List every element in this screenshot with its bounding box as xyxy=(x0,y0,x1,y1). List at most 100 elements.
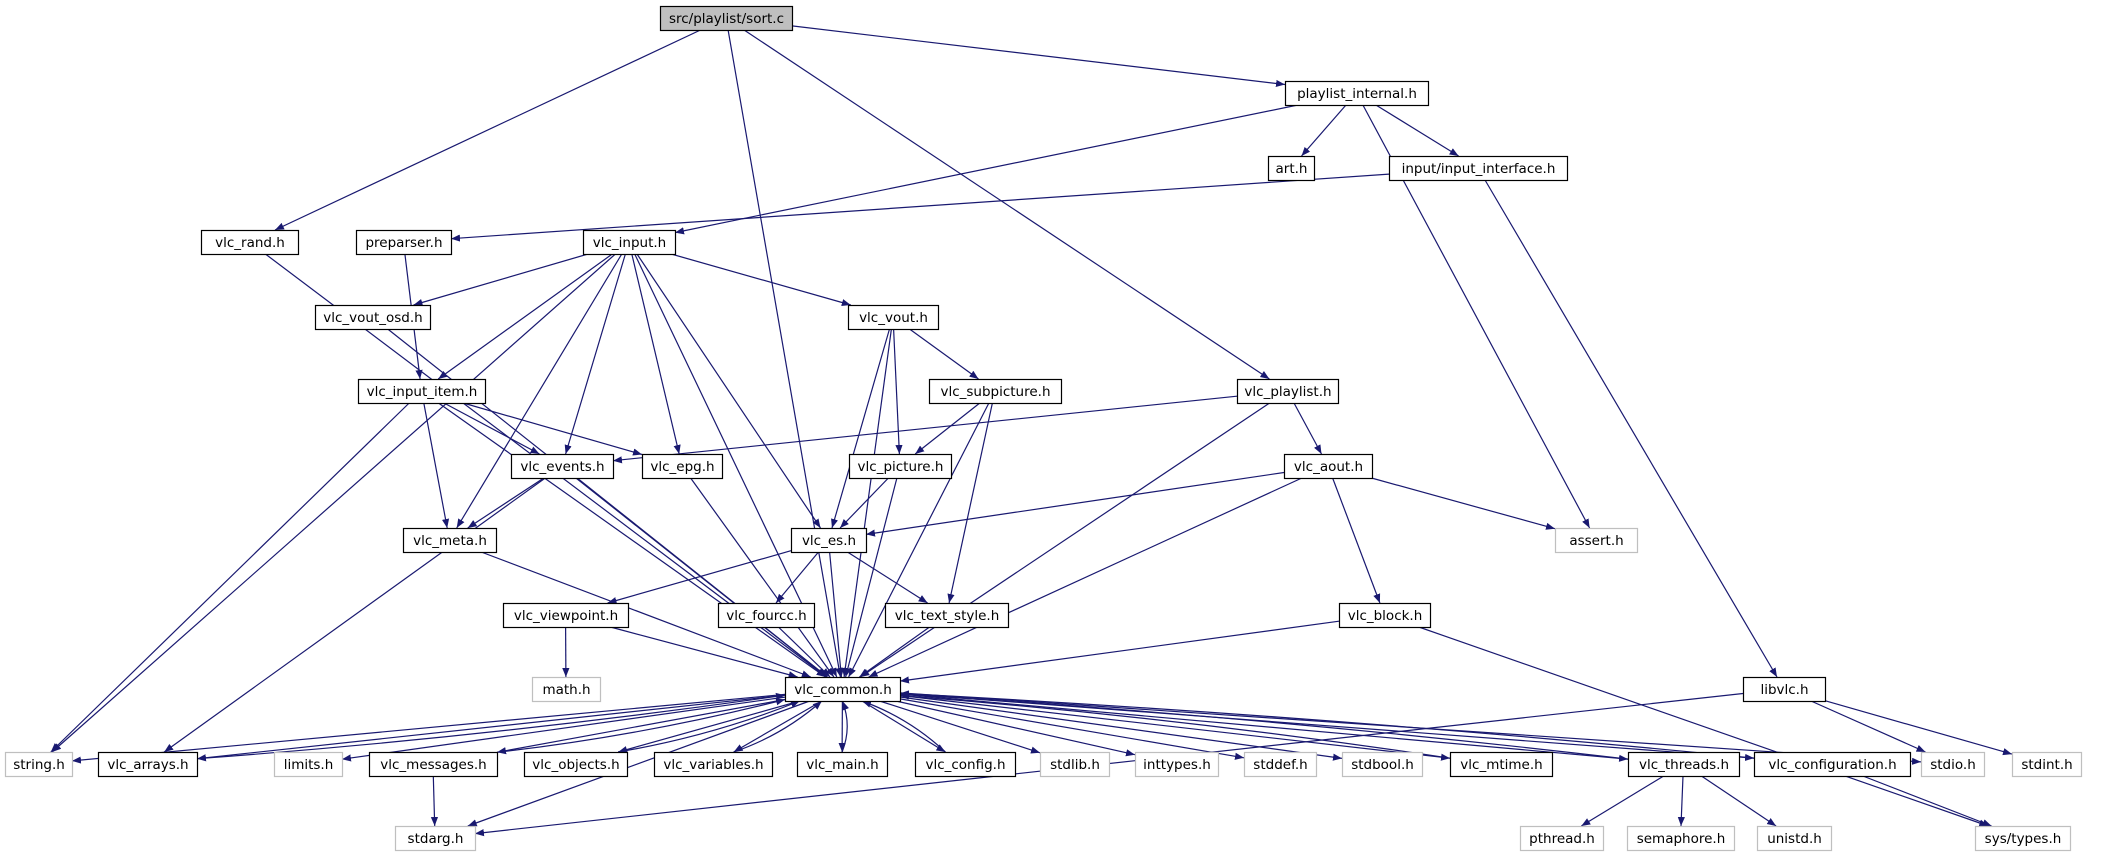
node-vlc-picture[interactable]: vlc_picture.h xyxy=(848,453,953,480)
node-box xyxy=(510,453,615,480)
edge-vlc_threads-to-unistd xyxy=(1701,775,1777,827)
node-vlc-meta[interactable]: vlc_meta.h xyxy=(402,527,498,554)
edge-vlc_common-to-stddef xyxy=(899,698,1245,760)
node-vlc-common[interactable]: vlc_common.h xyxy=(784,676,902,703)
node-box xyxy=(1449,751,1554,778)
node-box xyxy=(1627,751,1741,778)
edge-vlc_configuration-to-sys_types xyxy=(1862,775,1992,827)
edge-libvlc-to-stdint xyxy=(1824,700,2013,756)
node-vlc-config[interactable]: vlc_config.h xyxy=(914,751,1017,778)
node-label: vlc_arrays.h xyxy=(107,757,188,773)
node-assert: assert.h xyxy=(1554,527,1639,554)
edge-input_interface-to-libvlc xyxy=(1484,179,1778,678)
node-playlist-internal[interactable]: playlist_internal.h xyxy=(1284,80,1430,107)
node-box xyxy=(273,751,344,778)
node-box xyxy=(1283,453,1374,480)
node-math: math.h xyxy=(531,676,602,703)
edge-playlist_internal-to-art xyxy=(1301,104,1347,157)
edge-vlc_aout-to-vlc_block xyxy=(1332,477,1381,604)
node-label: assert.h xyxy=(1569,533,1623,549)
node-label: vlc_vout.h xyxy=(859,310,928,326)
node-label: vlc_viewpoint.h xyxy=(514,608,618,624)
node-vlc-epg[interactable]: vlc_epg.h xyxy=(641,453,724,480)
node-label: vlc_variables.h xyxy=(663,757,763,773)
node-box xyxy=(1974,825,2072,852)
node-label: vlc_messages.h xyxy=(380,757,486,773)
node-box xyxy=(653,751,774,778)
node-box xyxy=(582,229,677,256)
edge-vlc_vout-to-vlc_common xyxy=(841,328,892,678)
edge-sort_c-to-vlc_playlist xyxy=(743,29,1270,380)
node-vlc-configuration[interactable]: vlc_configuration.h xyxy=(1753,751,1912,778)
nodes-layer: src/playlist/sort.c playlist_internal.har… xyxy=(4,5,2083,852)
node-libvlc[interactable]: libvlc.h xyxy=(1742,676,1827,703)
node-vlc-rand[interactable]: vlc_rand.h xyxy=(200,229,300,256)
node-label: vlc_playlist.h xyxy=(1244,384,1331,400)
node-label: vlc_subpicture.h xyxy=(940,384,1050,400)
node-box xyxy=(200,229,300,256)
node-vlc-input[interactable]: vlc_input.h xyxy=(582,229,677,256)
node-label: vlc_events.h xyxy=(520,459,604,475)
node-vlc-arrays[interactable]: vlc_arrays.h xyxy=(97,751,199,778)
edge-vlc_input-to-string xyxy=(51,253,616,753)
edge-vlc_playlist-to-vlc_events xyxy=(612,395,1238,464)
node-vlc-es[interactable]: vlc_es.h xyxy=(790,527,868,554)
edge-vlc_common-to-limits xyxy=(341,696,786,762)
edge-vlc_input_item-to-vlc_events xyxy=(443,402,540,455)
node-box xyxy=(1039,751,1111,778)
node-vlc-variables[interactable]: vlc_variables.h xyxy=(653,751,774,778)
node-label: vlc_rand.h xyxy=(215,235,285,251)
edge-vlc_subpicture-to-vlc_text_style xyxy=(947,402,993,604)
node-pthread: pthread.h xyxy=(1519,825,1605,852)
node-preparser[interactable]: preparser.h xyxy=(355,229,453,256)
edges-layer xyxy=(50,25,2013,837)
node-label: vlc_epg.h xyxy=(650,459,714,475)
node-vlc-input-item[interactable]: vlc_input_item.h xyxy=(357,378,487,405)
edge-vlc_vout-to-vlc_es xyxy=(831,328,891,529)
node-vlc-messages[interactable]: vlc_messages.h xyxy=(368,751,499,778)
node-vlc-playlist[interactable]: vlc_playlist.h xyxy=(1236,378,1340,405)
node-vlc-block[interactable]: vlc_block.h xyxy=(1338,602,1432,629)
edge-vlc_messages-to-stdarg xyxy=(430,775,439,827)
node-vlc-viewpoint[interactable]: vlc_viewpoint.h xyxy=(502,602,630,629)
node-box xyxy=(1243,751,1318,778)
node-vlc-objects[interactable]: vlc_objects.h xyxy=(523,751,629,778)
edge-vlc_subpicture-to-vlc_common xyxy=(848,402,990,678)
node-semaphore: semaphore.h xyxy=(1626,825,1736,852)
edge-vlc_input_item-to-string xyxy=(50,402,410,753)
edge-vlc_epg-to-vlc_common xyxy=(690,477,835,678)
node-vlc-mtime[interactable]: vlc_mtime.h xyxy=(1449,751,1554,778)
edge-vlc_mtime-to-vlc_common xyxy=(899,692,1451,759)
edge-vlc_aout-to-vlc_common xyxy=(868,477,1303,678)
node-label: vlc_block.h xyxy=(1348,608,1423,624)
node-vlc-vout[interactable]: vlc_vout.h xyxy=(847,304,940,331)
node-art[interactable]: art.h xyxy=(1267,155,1316,182)
node-label: playlist_internal.h xyxy=(1297,86,1417,102)
node-vlc-main[interactable]: vlc_main.h xyxy=(796,751,889,778)
node-label: art.h xyxy=(1276,161,1308,177)
node-label: preparser.h xyxy=(365,235,442,251)
edge-vlc_es-to-vlc_text_style xyxy=(847,551,928,604)
node-input-interface[interactable]: input/input_interface.h xyxy=(1388,155,1569,182)
node-label: vlc_picture.h xyxy=(858,459,944,475)
node-box xyxy=(1134,751,1220,778)
node-box xyxy=(523,751,629,778)
edge-vlc_common-to-stdlib xyxy=(879,700,1041,754)
node-vlc-aout[interactable]: vlc_aout.h xyxy=(1283,453,1374,480)
node-vlc-events[interactable]: vlc_events.h xyxy=(510,453,615,480)
node-vlc-text-style[interactable]: vlc_text_style.h xyxy=(884,602,1010,629)
edge-vlc_common-to-vlc_objects xyxy=(618,700,800,754)
node-label: vlc_input.h xyxy=(593,235,667,251)
node-vlc-subpicture[interactable]: vlc_subpicture.h xyxy=(928,378,1063,405)
edge-vlc_meta-to-vlc_common xyxy=(480,551,812,678)
node-box xyxy=(884,602,1010,629)
edge-vlc_input-to-vlc_vout_osd xyxy=(413,253,589,306)
node-label: vlc_mtime.h xyxy=(1460,757,1542,773)
node-vlc-vout-osd[interactable]: vlc_vout_osd.h xyxy=(314,304,432,331)
node-box xyxy=(796,751,889,778)
node-vlc-threads[interactable]: vlc_threads.h xyxy=(1627,751,1741,778)
node-vlc-fourcc[interactable]: vlc_fourcc.h xyxy=(717,602,816,629)
node-sort-c[interactable]: src/playlist/sort.c xyxy=(659,5,794,32)
node-box xyxy=(914,751,1017,778)
node-label: stdarg.h xyxy=(408,831,464,847)
